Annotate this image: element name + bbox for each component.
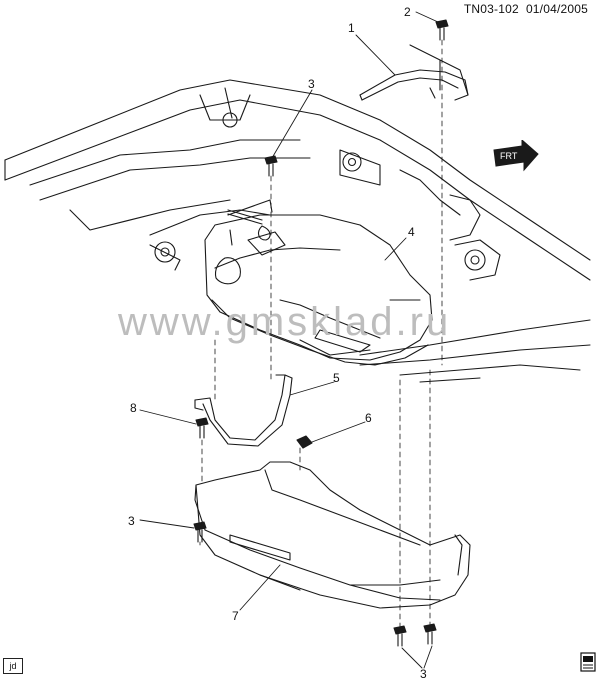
- callout-1: 1: [348, 21, 355, 35]
- callout-6: 6: [365, 411, 372, 425]
- callout-2: 2: [404, 5, 411, 19]
- watermark: www.gmsklad.ru: [118, 300, 452, 344]
- callout-7: 7: [232, 609, 239, 623]
- callout-3-upper: 3: [308, 77, 315, 91]
- callout-3-left: 3: [128, 514, 135, 528]
- callout-3-lower: 3: [420, 667, 427, 681]
- alignment-lines: [199, 39, 443, 631]
- part-7-shield: [194, 461, 471, 609]
- part-6-clip: [296, 435, 313, 449]
- filler-hoses: [227, 209, 263, 225]
- front-arrow-label: FRT: [500, 151, 518, 161]
- part-5-strap: [194, 374, 293, 447]
- part-3-bolt-right-a: [393, 625, 407, 647]
- callout-5: 5: [333, 371, 340, 385]
- callout-8: 8: [130, 401, 137, 415]
- figure-header: TN03-102 01/04/2005: [464, 2, 588, 16]
- leader-lines: [139, 11, 439, 669]
- figure-date: 01/04/2005: [525, 2, 588, 16]
- part-4-fuel-tank: [204, 199, 433, 366]
- part-3-bolt-upper: [264, 155, 278, 177]
- front-arrow-icon: FRT: [493, 140, 539, 172]
- part-3-bolt-left: [193, 521, 207, 543]
- part-1-strap-bracket: [359, 44, 469, 101]
- callout-4: 4: [408, 225, 415, 239]
- part-2-bolt: [435, 19, 449, 41]
- part-3-bolt-right-b: [423, 623, 437, 645]
- manual-book-icon: [580, 652, 596, 672]
- drawer-code: jd: [3, 658, 23, 674]
- figure-id: TN03-102: [463, 2, 519, 16]
- part-8-bolt: [195, 417, 209, 439]
